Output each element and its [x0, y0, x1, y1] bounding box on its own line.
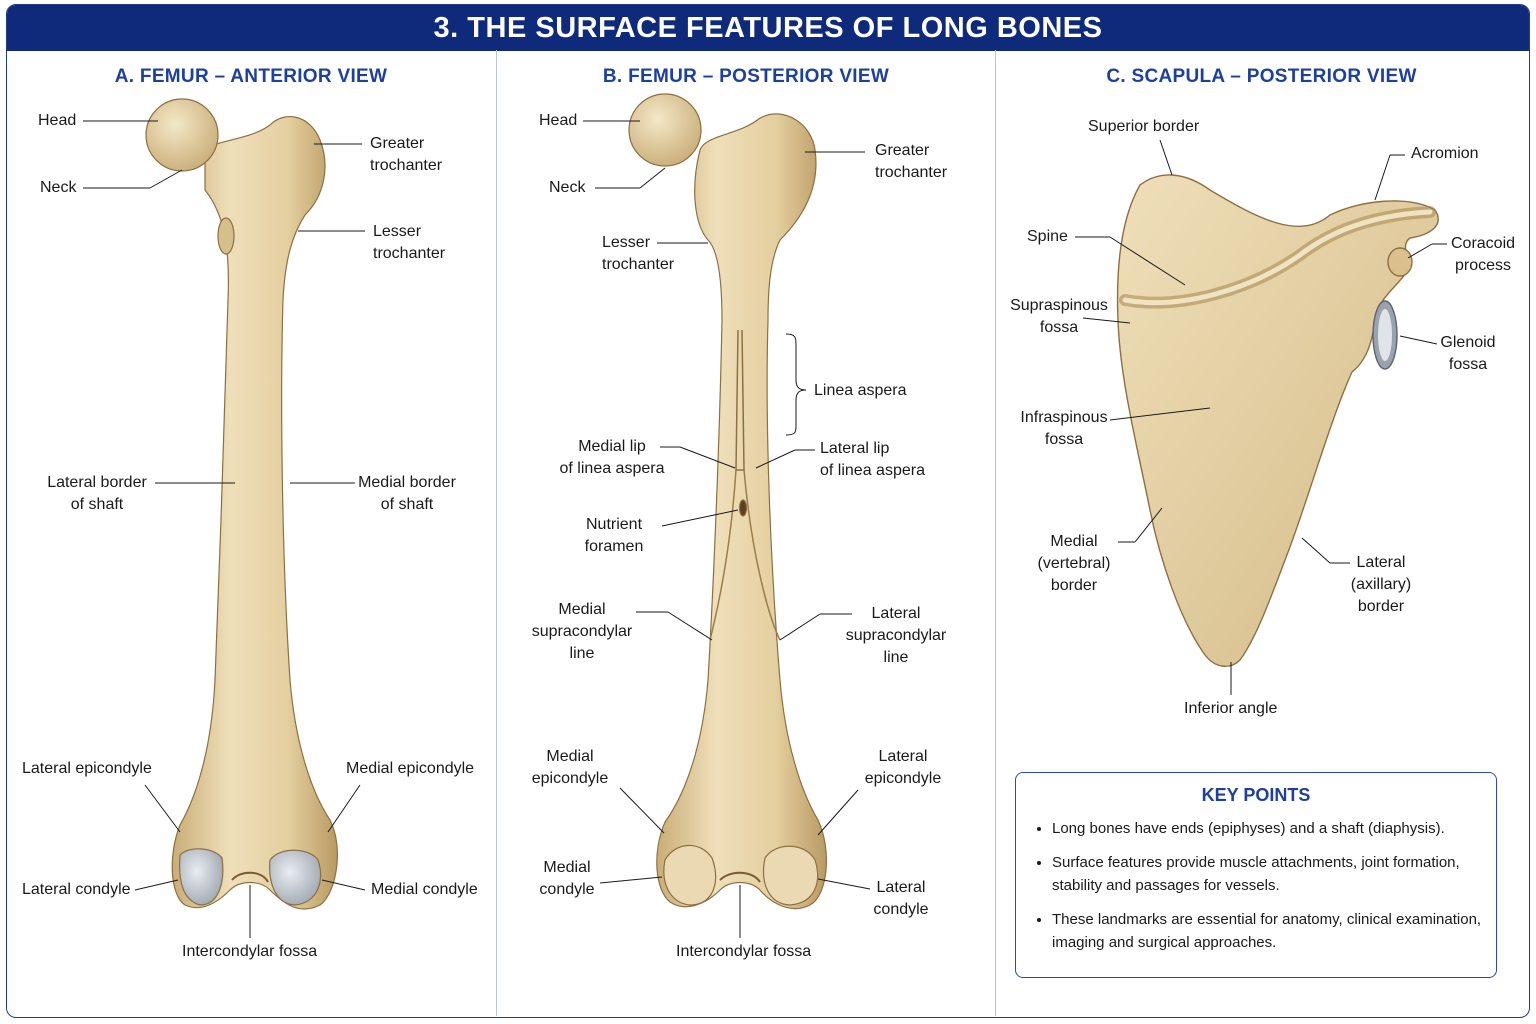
label-b-neck: Neck: [549, 179, 586, 196]
panel-femur-anterior: A. FEMUR – ANTERIOR VIEW: [6, 50, 497, 1016]
label-b-lateral-epicondyle: Lateral epicondyle: [864, 748, 942, 787]
label-b-lesser-trochanter: Lesser trochanter: [602, 234, 675, 273]
label-a-medial-border: Medial border of shaft: [358, 474, 456, 513]
label-b-medial-lip: Medial lip of linea aspera: [559, 438, 665, 477]
label-a-lateral-condyle: Lateral condyle: [22, 881, 131, 898]
label-a-lateral-border: Lateral border of shaft: [47, 474, 147, 513]
label-b-nutrient-foramen: Nutrient foramen: [584, 516, 644, 555]
femur-anterior: [145, 98, 338, 910]
key-points-list: Long bones have ends (epiphyses) and a s…: [1030, 817, 1492, 965]
label-b-linea-aspera: Linea aspera: [814, 382, 907, 399]
label-b-lateral-lip: Lateral lip of linea aspera: [820, 440, 925, 479]
label-c-infraspinous: Infraspinous fossa: [1020, 409, 1108, 448]
key-point-item: Surface features provide muscle attachme…: [1052, 851, 1492, 897]
label-a-lateral-epicondyle: Lateral epicondyle: [22, 760, 152, 777]
label-c-acromion: Acromion: [1411, 145, 1479, 162]
label-c-spine: Spine: [1027, 228, 1068, 245]
label-b-lateral-supracondylar: Lateral supracondylar line: [845, 605, 947, 666]
key-point-item: Long bones have ends (epiphyses) and a s…: [1052, 817, 1492, 840]
page-title: 3. THE SURFACE FEATURES OF LONG BONES: [7, 5, 1529, 51]
label-c-superior-border: Superior border: [1088, 118, 1200, 135]
key-points-box: KEY POINTS Long bones have ends (epiphys…: [1015, 772, 1497, 978]
label-b-head: Head: [539, 112, 578, 129]
label-c-lateral-border: Lateral (axillary) border: [1350, 554, 1412, 615]
label-c-glenoid: Glenoid fossa: [1440, 334, 1496, 373]
label-b-intercondylar-fossa: Intercondylar fossa: [676, 943, 812, 960]
label-c-medial-border: Medial (vertebral) border: [1037, 533, 1111, 594]
leader-lines: [83, 120, 1447, 938]
label-b-medial-condyle: Medial condyle: [539, 859, 595, 898]
label-c-inferior-angle: Inferior angle: [1184, 700, 1278, 717]
label-a-intercondylar-fossa: Intercondylar fossa: [182, 943, 318, 960]
label-a-head: Head: [38, 112, 77, 129]
label-a-medial-epicondyle: Medial epicondyle: [346, 760, 475, 777]
panel-title-b: B. FEMUR – POSTERIOR VIEW: [602, 66, 890, 87]
label-b-lateral-condyle: Lateral condyle: [873, 879, 929, 918]
panel-title-c: C. SCAPULA – POSTERIOR VIEW: [1106, 66, 1417, 87]
label-c-supraspinous: Supraspinous fossa: [1010, 297, 1108, 336]
femur-posterior: [628, 93, 828, 910]
label-a-neck: Neck: [40, 179, 77, 196]
label-a-greater-trochanter: Greater trochanter: [370, 135, 443, 174]
label-b-medial-supracondylar: Medial supracondylar line: [531, 601, 633, 662]
panel-title-a: A. FEMUR – ANTERIOR VIEW: [114, 66, 388, 87]
label-b-greater-trochanter: Greater trochanter: [875, 142, 948, 181]
panel-scapula: C. SCAPULA – POSTERIOR VIEW: [995, 50, 1528, 1016]
label-a-lesser-trochanter: Lesser trochanter: [373, 223, 446, 262]
panel-femur-posterior: B. FEMUR – POSTERIOR VIEW: [497, 50, 996, 1016]
scapula: [1116, 174, 1439, 667]
label-c-coracoid: Coracoid process: [1450, 235, 1516, 274]
key-point-item: These landmarks are essential for anatom…: [1052, 908, 1492, 954]
label-b-medial-epicondyle: Medial epicondyle: [531, 748, 609, 787]
key-points-title: KEY POINTS: [1201, 785, 1311, 805]
label-a-medial-condyle: Medial condyle: [371, 881, 478, 898]
